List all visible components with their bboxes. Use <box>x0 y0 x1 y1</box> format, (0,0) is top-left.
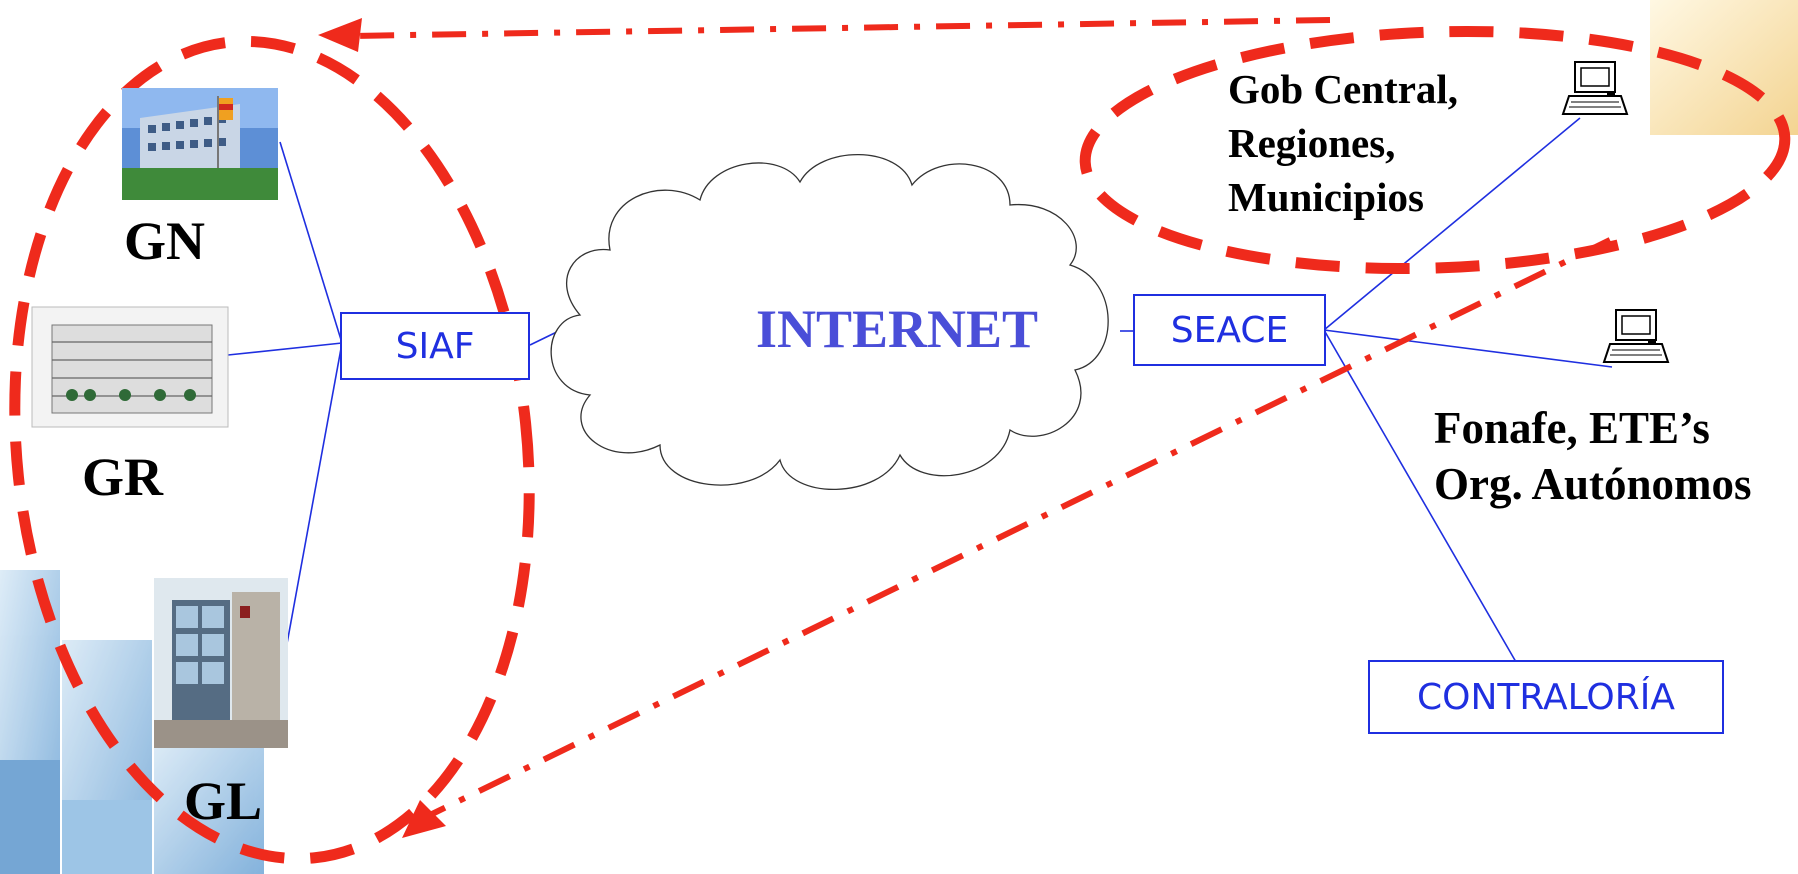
contraloria-box: CONTRALORÍA <box>1368 660 1724 734</box>
arrowhead-top <box>318 18 362 52</box>
arrowhead-bottom <box>402 800 446 838</box>
gr-to-siaf-line <box>227 342 343 356</box>
government-group-outline <box>9 35 535 865</box>
gr-label: GR <box>82 447 163 507</box>
internet-cloud <box>550 154 1109 491</box>
seace-label: SEACE <box>1170 309 1289 351</box>
siaf-label: SIAF <box>395 325 475 367</box>
central-entities-line: Regiones, <box>1228 120 1396 166</box>
fonafe-entities-label: Fonafe, ETE’s Org. Autónomos <box>1434 400 1752 512</box>
flow-arrow-bottom <box>428 237 1612 818</box>
seace-to-contraloria-line <box>1323 329 1517 663</box>
seace-box: SEACE <box>1133 294 1326 366</box>
internet-label: INTERNET <box>756 299 1039 359</box>
central-entities-line: Municipios <box>1228 174 1424 220</box>
building-icon <box>122 88 278 200</box>
contraloria-label: CONTRALORÍA <box>1417 676 1675 718</box>
building-icon <box>31 306 229 428</box>
computer-icon <box>1602 309 1670 363</box>
fonafe-entities-line: Fonafe, ETE’s <box>1434 403 1710 453</box>
computer-icon <box>1561 61 1629 115</box>
central-entities-line: Gob Central, <box>1228 66 1459 112</box>
flow-arrows <box>349 17 1612 818</box>
flow-arrow-top <box>349 17 1331 39</box>
seace-to-fonafe-line <box>1323 329 1613 368</box>
fonafe-entities-line: Org. Autónomos <box>1434 459 1752 509</box>
building-icon <box>154 578 288 748</box>
gn-to-siaf-line <box>279 141 343 344</box>
gl-label: GL <box>184 771 263 831</box>
gl-to-siaf-line <box>283 342 343 661</box>
siaf-box: SIAF <box>340 312 530 380</box>
corner-decoration <box>1650 0 1798 135</box>
central-group-outline <box>1079 25 1791 275</box>
seace-to-central-line <box>1323 117 1581 331</box>
gn-label: GN <box>124 211 205 271</box>
connectors <box>227 117 1613 663</box>
central-entities-label: Gob Central, Regiones, Municipios <box>1228 62 1458 224</box>
